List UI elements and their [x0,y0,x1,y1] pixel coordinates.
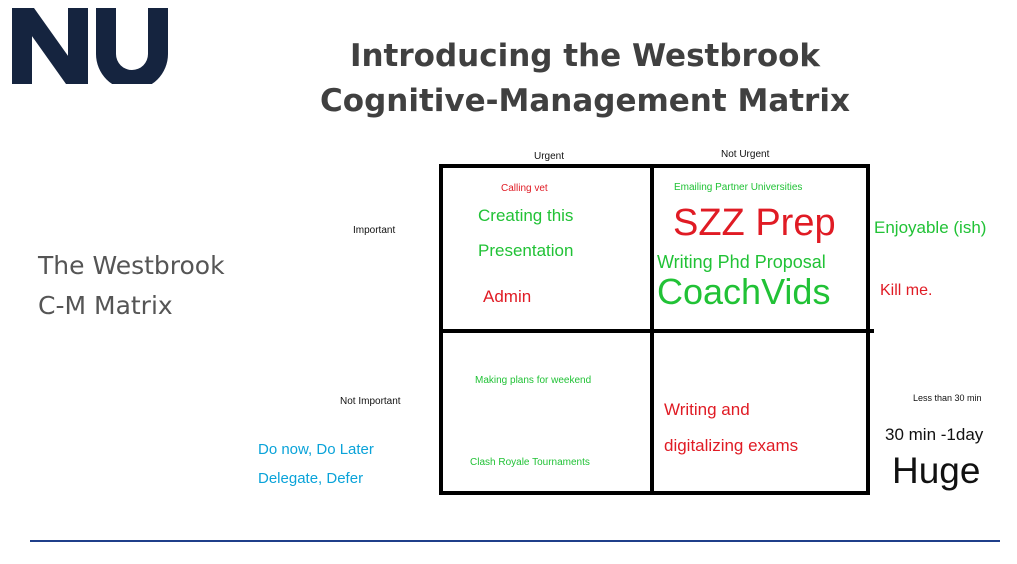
col-header-not-urgent: Not Urgent [721,149,770,160]
col-header-urgent: Urgent [534,151,565,162]
legend-delegate-defer: Delegate, Defer [258,470,364,487]
task-szz-prep: SZZ Prep [673,202,836,244]
matrix-border-top [439,164,870,168]
row-header-important: Important [353,225,396,236]
legend-huge: Huge [892,450,981,491]
task-creating-presentation-line2: Presentation [478,241,574,260]
task-admin: Admin [483,287,532,306]
task-writing-exams-line1: Writing and [664,400,750,419]
bottom-rule [30,540,1000,542]
matrix-border-bottom [439,491,870,495]
task-calling-vet: Calling vet [501,183,548,194]
task-making-plans: Making plans for weekend [475,375,592,386]
slide-title-line1: Introducing the Westbrook [349,38,821,74]
task-writing-exams-line2: digitalizing exams [664,436,799,455]
legend-less-than-30: Less than 30 min [913,393,982,403]
side-label-line1: The Westbrook [38,251,225,280]
legend-30min-1day: 30 min -1day [885,425,984,444]
legend-do-now-do-later: Do now, Do Later [258,441,374,458]
legend-kill-me: Kill me. [880,282,933,299]
matrix-divider-horizontal [439,329,874,333]
legend-enjoyable: Enjoyable (ish) [874,218,987,237]
task-emailing-partner-universities: Emailing Partner Universities [674,182,803,193]
nu-logo [12,8,168,84]
slide-title-line2: Cognitive-Management Matrix [320,83,850,119]
task-clash-royale: Clash Royale Tournaments [470,457,590,468]
side-label-line2: C-M Matrix [38,291,173,320]
task-coachvids: CoachVids [657,271,831,312]
row-header-not-important: Not Important [340,396,401,407]
task-creating-presentation-line1: Creating this [478,206,574,225]
task-writing-phd-proposal: Writing Phd Proposal [657,252,826,272]
